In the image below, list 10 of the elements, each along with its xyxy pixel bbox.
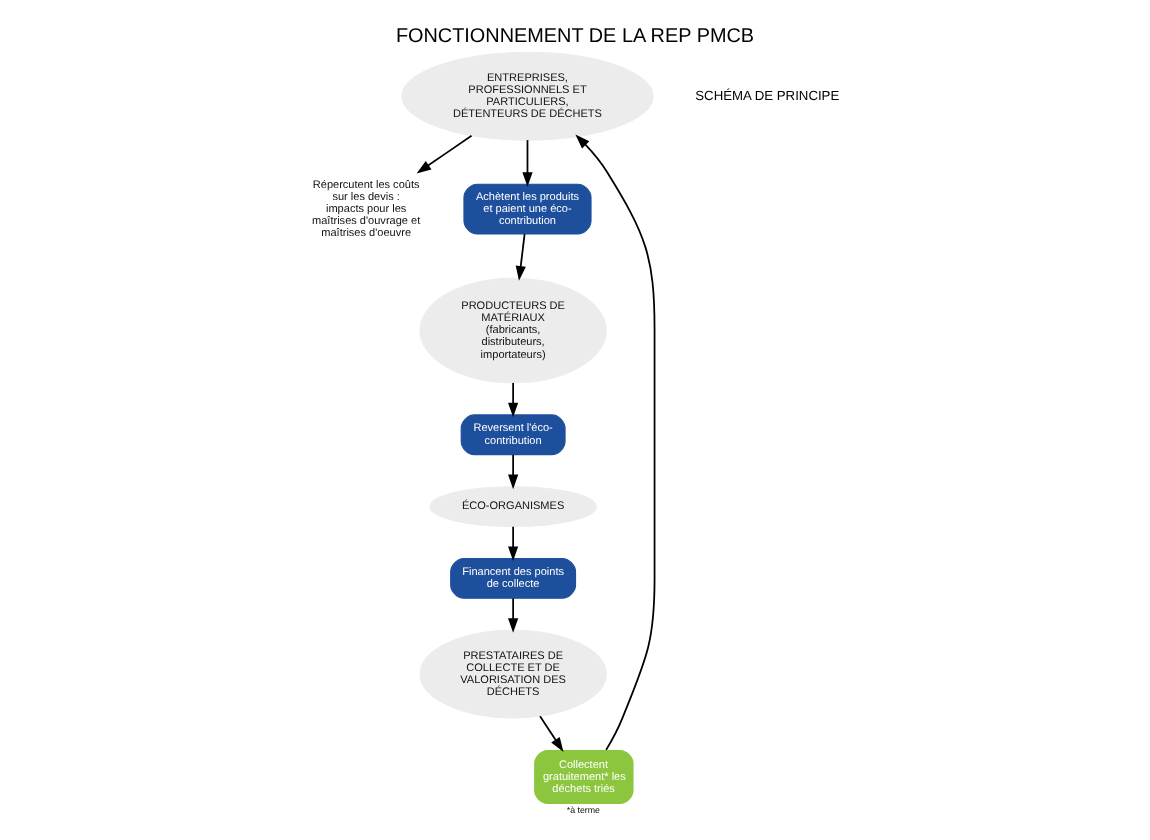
arrow [515, 233, 526, 281]
arrow [508, 454, 519, 490]
arrow [508, 597, 519, 633]
arrow [416, 134, 473, 174]
arrow [508, 382, 519, 418]
arrow [575, 134, 656, 751]
arrow [508, 525, 519, 561]
diagram-title: FONCTIONNEMENT DE LA REP PMCB [395, 25, 755, 48]
arrow [522, 139, 533, 187]
arrow [539, 715, 564, 752]
